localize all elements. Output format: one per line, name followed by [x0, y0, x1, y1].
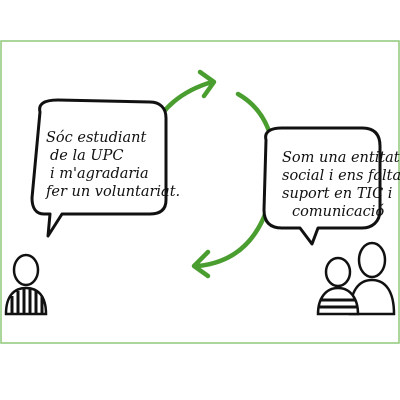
left-bubble-line: Sóc estudiant	[46, 130, 146, 146]
right-bubble-text: Som una entitat social i ens falta supor…	[282, 150, 400, 220]
cycle-arc-right	[195, 91, 277, 269]
org-person-front-stripes	[319, 298, 357, 309]
organization-people-icon	[316, 241, 396, 316]
cycle-arrowhead-bottom	[191, 249, 211, 279]
student-head	[12, 253, 40, 287]
left-speech-bubble: Sóc estudiant de la UPC i m'agradaria fe…	[30, 98, 180, 238]
right-bubble-line: social i ens falta	[282, 168, 400, 184]
right-bubble-line: suport en TIC i	[282, 186, 392, 202]
left-bubble-outline	[30, 98, 168, 238]
diagram-frame	[0, 40, 400, 344]
left-bubble-text: Sóc estudiant de la UPC i m'agradaria fe…	[45, 130, 180, 200]
cycle-arrowhead-top	[197, 69, 217, 99]
left-bubble-line: fer un voluntariat.	[45, 184, 180, 200]
org-person-front-head	[324, 256, 352, 288]
right-bubble-line: Som una entitat	[282, 150, 400, 166]
right-speech-bubble: Som una entitat social i ens falta supor…	[262, 126, 400, 246]
right-bubble-outline	[262, 126, 382, 246]
left-bubble-line: de la UPC	[50, 148, 123, 164]
left-bubble-line: i m'agradaria	[50, 166, 149, 182]
org-person-back-head	[357, 241, 387, 279]
right-bubble-line: comunicació	[292, 204, 384, 220]
student-shirt-stripes	[10, 289, 44, 314]
student-person-icon	[4, 253, 48, 316]
